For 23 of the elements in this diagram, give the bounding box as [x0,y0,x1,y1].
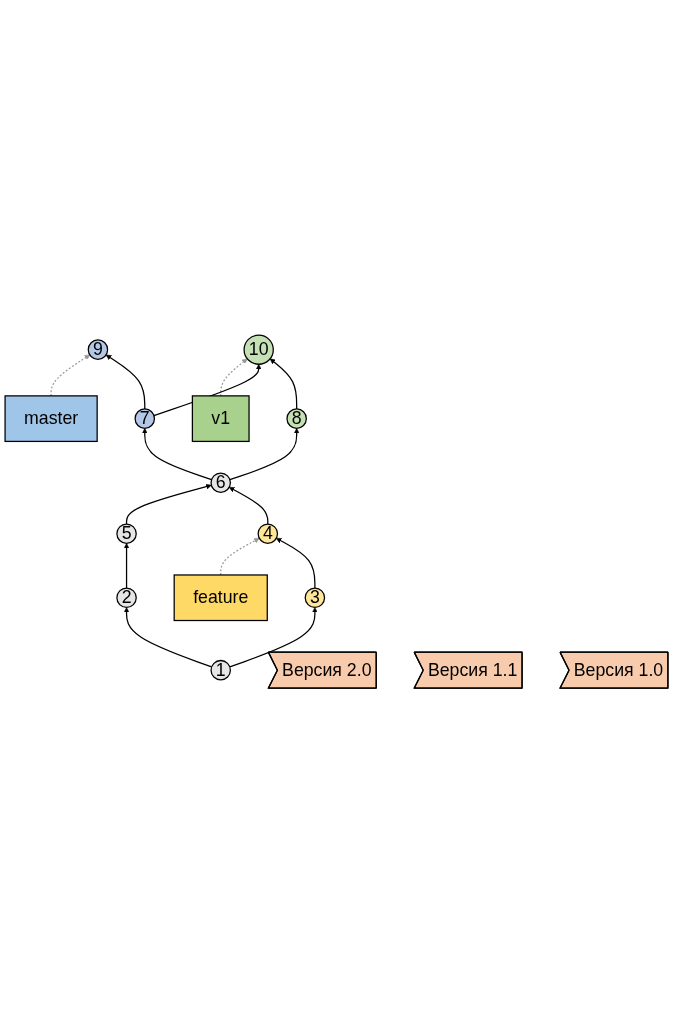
arrow [229,607,318,668]
arrow [125,483,212,525]
node-box: v1 [191,395,250,442]
node-circle: 7 [134,408,156,429]
node-box: master [4,395,98,442]
arrow [142,427,213,481]
node-circle: 8 [286,408,307,429]
node-circle: 9 [87,339,109,360]
arrow [269,358,298,410]
node-circle: 5 [116,523,137,544]
node-circle: 10 [243,334,274,365]
arrow [228,486,269,525]
arrow [229,427,300,481]
node-circle: 1 [210,659,231,681]
arrow [276,537,316,589]
arrow [105,354,146,410]
node-circle: 3 [304,587,326,608]
node-box: feature [173,574,268,621]
arrow [123,542,130,589]
node-circle: 4 [257,523,279,544]
arrow [123,607,213,668]
node-circle: 6 [210,472,231,493]
node-circle: 2 [116,587,137,608]
